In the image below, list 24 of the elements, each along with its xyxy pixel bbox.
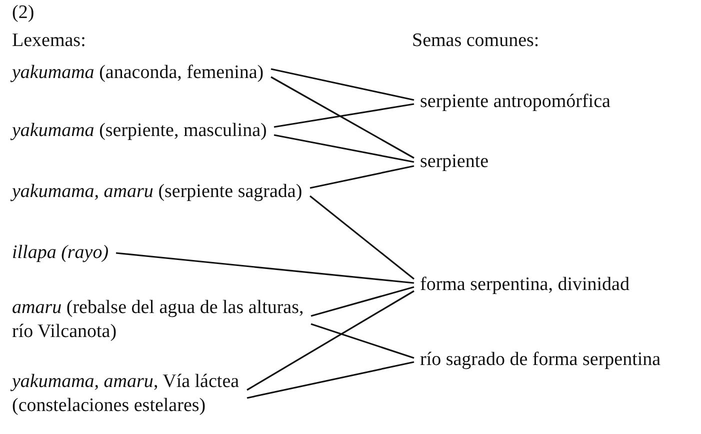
connector-line [310, 286, 414, 317]
connector-line [270, 76, 414, 159]
connector-line [274, 134, 414, 163]
seme-label: río sagrado de forma serpentina [420, 348, 661, 372]
connector-line [310, 195, 414, 280]
lexeme-label: yakumama (anaconda, femenina) [12, 61, 265, 85]
lexeme-label: yakumama (serpiente, masculina) [12, 119, 268, 143]
column-heading: Semas comunes: [412, 29, 540, 53]
seme-label: forma serpentina, divinidad [420, 273, 630, 297]
lexeme-label: yakumama, amaru, Vía láctea (constelaciones estelares) [12, 370, 241, 418]
column-heading: Lexemas: [12, 29, 86, 53]
lexeme-label: amaru (rebalse del agua de las alturas, río Vilcanota) [12, 296, 305, 344]
connector-line [310, 165, 414, 189]
connector-line [310, 323, 414, 359]
connector-line [246, 361, 414, 399]
connector-line [274, 103, 414, 128]
connector-line [270, 68, 414, 101]
seme-label: serpiente antropomórfica [420, 90, 610, 114]
connector-line [116, 252, 414, 284]
connector-line [246, 290, 414, 391]
lexeme-label: yakumama, amaru (serpiente sagrada) [12, 180, 304, 204]
lexeme-label: illapa (rayo) [12, 241, 110, 265]
figure-number: (2) [12, 1, 34, 25]
seme-label: serpiente [420, 150, 489, 174]
